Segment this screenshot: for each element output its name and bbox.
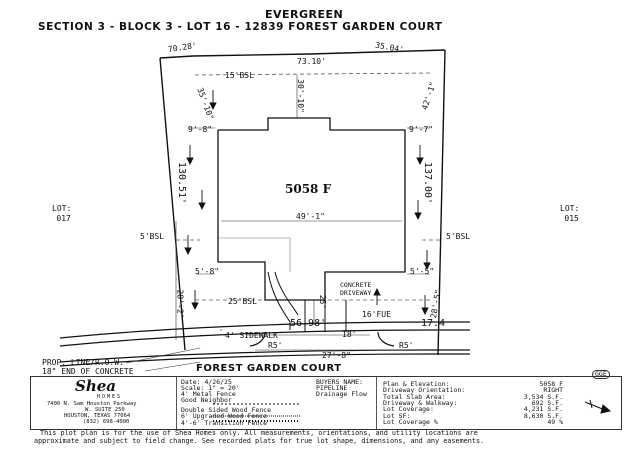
dim-center-top: 30'-10" (295, 79, 305, 113)
legend-drainage: Drainage Flow (316, 390, 367, 398)
legend-double-sided: Double Sided Wood Fence (181, 406, 272, 414)
dim-radius-right: R5' (399, 341, 414, 350)
title-block: Shea HOMES 7400 N. Sam Houston Parkway W… (30, 376, 622, 430)
house-label: 5058 F (285, 182, 332, 196)
dim-radius-left: R5' (268, 341, 283, 350)
dim-top-b: 73.10' (297, 57, 326, 66)
stat-value: 4,231 S.F. (523, 405, 563, 414)
legend-upgraded: 6' Upgraded Wood Fence (181, 412, 268, 420)
stat-row: Driveway Orientation: RIGHT (383, 387, 563, 394)
concrete-driveway-note-line2: DRIVEWAY (340, 288, 372, 297)
dim-left-upper-offset: 9'-8" (188, 125, 213, 134)
dim-fue: 16'FUE (362, 310, 391, 319)
dim-front-b: 17.4 (421, 318, 446, 329)
stat-label: Lot SF: (383, 411, 411, 420)
stat-value: 5058 F (539, 380, 563, 388)
dim-left-front: 28'-2" (175, 289, 185, 319)
legend-metal-fence: 4' Metal Fence (181, 390, 236, 398)
sidewalk-curb (59, 321, 470, 367)
stat-row: Driveway & Walkway: 692 S.F. (383, 400, 563, 407)
house-footprint (217, 117, 406, 301)
dim-left-bsl: 5'BSL (140, 232, 165, 241)
disclaimer-line1: This plot plan is for the use of Shea Ho… (40, 429, 478, 437)
dim-front-bsl: 25'BSL (228, 297, 257, 306)
dim-left-lower-offset: 5'-8" (195, 267, 220, 276)
dim-walk-width: 18' (342, 330, 357, 339)
house-interior-lines (218, 237, 291, 272)
stat-label: Total Slab Area: (383, 392, 446, 401)
dim-bsl-top: 15'BSL (225, 71, 254, 80)
sidewalk-label: 4' SIDEWALK (225, 331, 278, 340)
address-line2: W. SUITE 250 (85, 407, 125, 413)
dim-drive-depth: 25' (318, 294, 328, 310)
dim-curb-width: 27'-8" (322, 351, 351, 360)
prop-line-note: PROP. LINE/R.O.W. (42, 358, 124, 367)
end-concrete-note: 18" END OF CONCRETE (42, 367, 134, 376)
shea-logo: Shea (75, 377, 117, 395)
street-name: FOREST GARDEN COURT (196, 363, 342, 374)
stat-row: Lot Coverage: 4,231 S.F. (383, 406, 563, 413)
shea-logo-sub: HOMES (97, 394, 123, 400)
engineer-stamp: GGE (592, 370, 610, 379)
dim-right-lower-offset: 5'-5" (410, 267, 435, 276)
stat-row: Total Slab Area: 3,534 S.F. (383, 392, 563, 401)
stat-value: 3,534 S.F. (523, 392, 563, 401)
stat-value: 8,630 S.F. (523, 411, 563, 420)
drainage-arrows (184, 90, 431, 316)
dim-front-a: 56.98' (290, 318, 327, 329)
stat-label: Lot Coverage % (383, 417, 438, 426)
legend-transition: 4'-6' Transition Fence (181, 419, 268, 427)
buyers-name: BUYERS NAME: (316, 378, 363, 386)
legend-good-neighbor: Good Neighbor (181, 396, 232, 404)
lot-left-label-line1: LOT: (52, 204, 72, 213)
plan-date: Date: 4/26/25 (181, 378, 232, 386)
concrete-driveway-note-line1: CONCRETE (340, 281, 372, 289)
address-line3: HOUSTON, TEXAS 77064 (64, 413, 131, 419)
stat-label: Driveway & Walkway: (383, 398, 458, 407)
dim-right-upper-offset: 9'-7" (409, 125, 434, 134)
dim-right-side: 137.00' (422, 161, 434, 205)
stat-row: Lot SF: 8,630 S.F. (383, 411, 563, 420)
stat-value: 692 S.F. (531, 398, 563, 407)
lot-left-label-line2: 017 (56, 214, 71, 223)
dim-width: 49'-1" (296, 212, 325, 221)
stat-label: Lot Coverage: (383, 405, 434, 414)
dimension-lines (175, 75, 430, 351)
disclaimer-line2: approximate and subject to field change.… (34, 437, 485, 445)
lot-title: SECTION 3 - BLOCK 3 - LOT 16 - 12839 FOR… (38, 21, 443, 33)
lot-boundary (159, 49, 446, 356)
legend-pipeline: PIPELINE (316, 384, 348, 392)
setback-lines (176, 72, 440, 301)
stat-row: Plan & Elevation: 5058 F (383, 381, 563, 388)
leader-lines (125, 347, 201, 372)
plan-scale: Scale: 1" = 20' (181, 384, 240, 392)
concrete-driveway-note: CONCRETE DRIVEWAY (340, 282, 371, 296)
legend-lines (213, 403, 300, 422)
stat-label: Plan & Elevation: (383, 380, 450, 388)
stat-value: RIGHT (543, 386, 563, 395)
stat-label: Driveway Orientation: (383, 386, 466, 395)
north-arrow-icon (584, 399, 612, 414)
dim-right-bsl: 5'BSL (446, 232, 471, 241)
dim-left-side: 130.51' (176, 161, 188, 205)
stat-row: Lot Coverage % 49 % (383, 419, 563, 426)
stat-value: 49 % (547, 417, 563, 426)
lot-left-label: LOT: 017 (52, 205, 71, 223)
driveway-walkway (267, 271, 347, 332)
lot-right-label: LOT: 015 (560, 205, 579, 223)
subdivision-title: EVERGREEN (265, 8, 344, 21)
lot-right-label-line1: LOT: (560, 204, 580, 213)
lot-right-label-line2: 015 (564, 214, 579, 223)
address-line1: 7400 N. Sam Houston Parkway (47, 401, 137, 407)
address-line4: (832) 698-4000 (83, 419, 130, 425)
